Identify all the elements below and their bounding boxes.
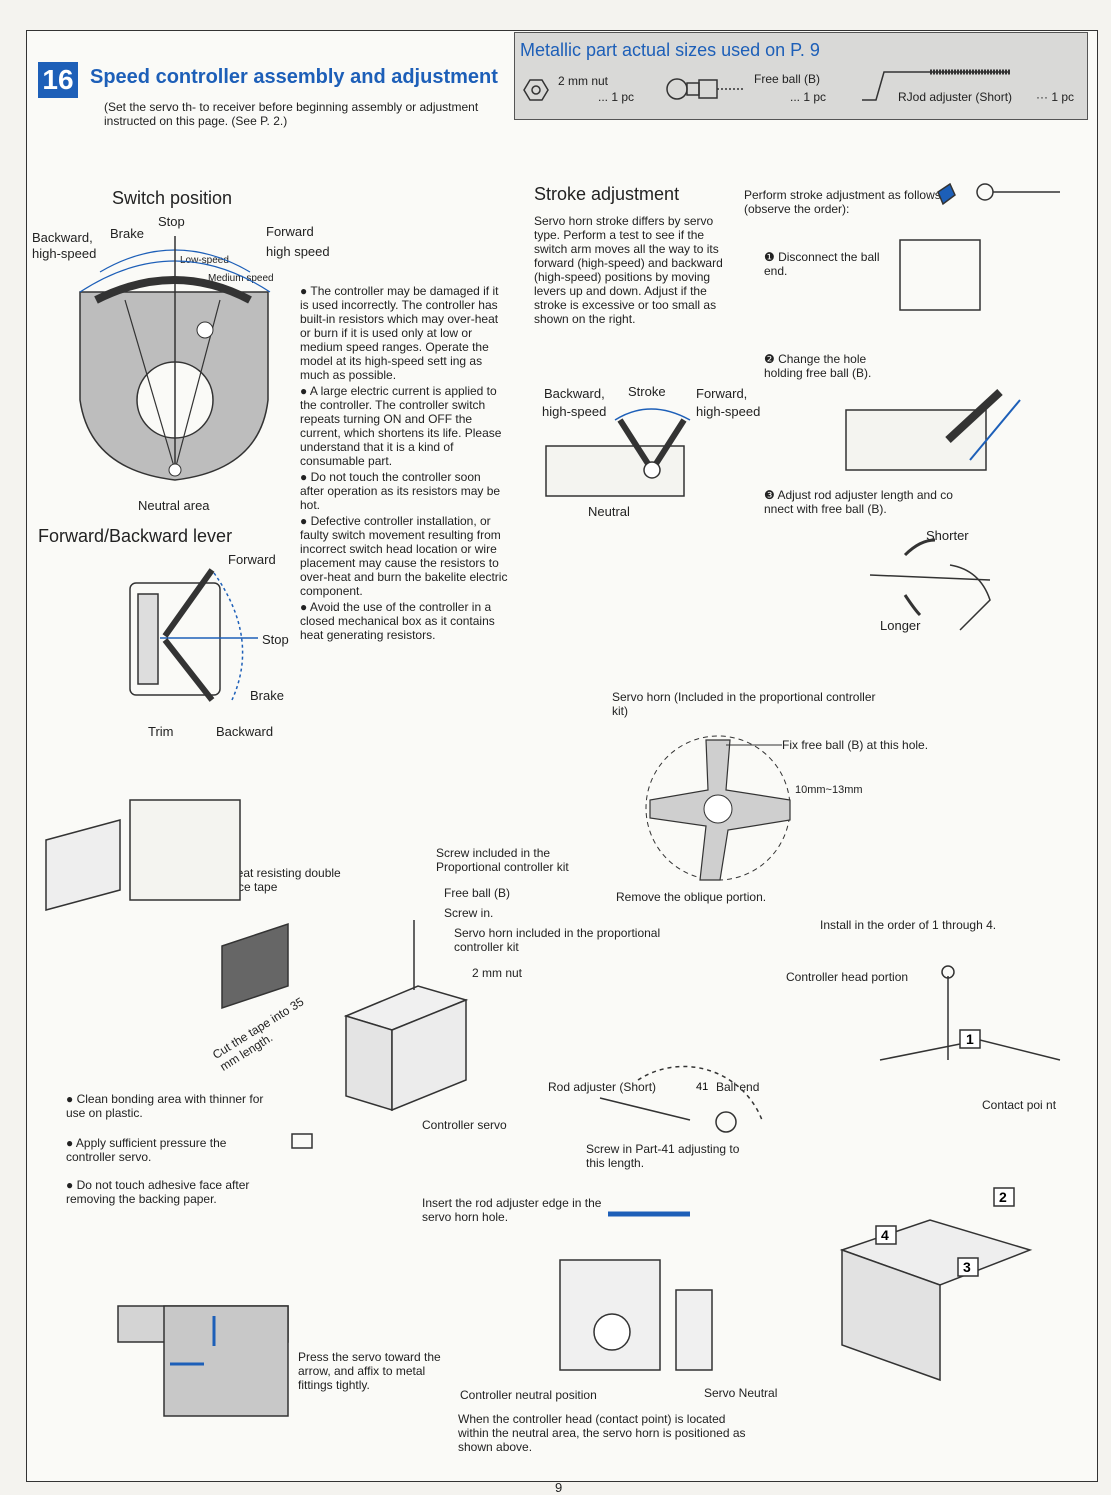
sw-forward2: high speed: [266, 244, 330, 259]
sw-stop: Stop: [158, 214, 185, 229]
part-freeball-label: Free ball (B): [754, 72, 821, 86]
sw-brake: Brake: [110, 226, 144, 241]
lever-forward: Forward: [228, 552, 276, 567]
lever-heading: Forward/Backward lever: [38, 526, 233, 546]
warning-2: ● A large electric current is applied to…: [300, 384, 502, 468]
part-rod-qty: ··· 1 pc: [1036, 90, 1075, 104]
warning-5: ● Avoid the use of the controller in a c…: [300, 600, 495, 642]
step-shorter: Shorter: [926, 528, 969, 543]
step-num-1: 1: [966, 1031, 974, 1047]
horn-fix: Fix free ball (B) at this hole.: [782, 738, 929, 752]
install-contact: Contact poi nt: [982, 1098, 1057, 1112]
horn-title: Servo horn (Included in the proportional…: [612, 690, 876, 718]
section-number: 16: [38, 62, 78, 98]
switch-diagram: [79, 236, 271, 481]
section-note: (Set the servo th- to receiver before be…: [104, 100, 479, 128]
stroke-servo: [545, 408, 691, 497]
asm-screw: Screw included in the Proportional contr…: [436, 846, 569, 874]
rod-servo-neutral: Servo Neutral: [704, 1386, 778, 1400]
rod-detail: [559, 1065, 763, 1371]
sw-medium: Medium speed: [208, 273, 274, 284]
parts-title: Metallic part actual sizes used on P. 9: [520, 40, 820, 60]
sw-neutral: Neutral area: [138, 498, 210, 513]
horn-remove: Remove the oblique portion.: [616, 890, 767, 904]
lever-stop: Stop: [262, 632, 289, 647]
part-41-number: 41: [696, 1081, 708, 1093]
free-ball-icon: [666, 78, 745, 100]
part-freeball-qty: ... 1 pc: [790, 90, 827, 104]
tip-3: ● Do not touch adhesive face after remov…: [66, 1178, 250, 1206]
horn-dim: 10mm~13mm: [795, 784, 863, 796]
nut-icon: [523, 79, 549, 101]
stroke-backward: Backward,: [544, 386, 605, 401]
lever-diagram: [129, 568, 258, 702]
rod-screwin: Screw in Part-41 adjusting to this lengt…: [586, 1142, 740, 1170]
steps-intro: Perform stroke adjustment as follows (ob…: [744, 188, 941, 216]
part-nut-qty: ... 1 pc: [598, 90, 635, 104]
sw-low: Low-speed: [180, 255, 229, 266]
lever-backward: Backward: [216, 724, 274, 739]
stroke-forward: Forward,: [696, 386, 748, 401]
stroke-neutral: Neutral: [588, 504, 630, 519]
step-num-3: 3: [963, 1259, 971, 1275]
step-num-4: 4: [881, 1227, 889, 1243]
part-nut-label: 2 mm nut: [558, 74, 609, 88]
step3-illustration: [869, 538, 991, 631]
rod-ctrl-neutral: Controller neutral position: [460, 1388, 597, 1402]
stroke-forward2: high-speed: [696, 404, 761, 419]
step1-illustration: [899, 182, 1060, 311]
stroke-backward2: high-speed: [542, 404, 607, 419]
section-title: Speed controller assembly and adjustment: [90, 66, 498, 88]
asm-screwin: Screw in.: [444, 906, 494, 920]
warning-1: ● The controller may be damaged if it is…: [300, 284, 499, 382]
page-number: 9: [555, 1480, 563, 1495]
rod-adjuster: Rod adjuster (Short): [548, 1080, 657, 1094]
step2-illustration: [845, 389, 1021, 471]
tip-2: ● Apply sufficient pressure the controll…: [66, 1136, 227, 1164]
stroke-text: Servo horn stroke differs by servo type.…: [534, 214, 723, 326]
servo-horn-diagram: [645, 735, 791, 881]
step-3: ❸ Adjust rod adjuster length and co nnec…: [764, 488, 953, 516]
install-head: Controller head portion: [786, 970, 909, 984]
warnings-list: ● The controller may be damaged if it is…: [300, 284, 508, 644]
install-order: Install in the order of 1 through 4.: [820, 918, 997, 932]
sw-backward: Backward,: [32, 230, 93, 245]
asm-servo: Controller servo: [422, 1118, 507, 1132]
press-note: Press the servo toward the arrow, and af…: [298, 1350, 441, 1392]
lever-trim: Trim: [148, 724, 174, 739]
step-num-2: 2: [999, 1189, 1007, 1205]
sw-backward2: high-speed: [32, 246, 97, 261]
rod-insert: Insert the rod adjuster edge in the serv…: [422, 1196, 602, 1224]
parts-box: [514, 32, 1088, 120]
asm-horn: Servo horn included in the proportional …: [454, 926, 661, 954]
warning-3: ● Do not touch the controller soon after…: [300, 470, 501, 512]
lever-brake: Brake: [250, 688, 284, 703]
step-1: ❶ Disconnect the ball end.: [764, 250, 880, 278]
assembly-illustration: [45, 799, 469, 1149]
part-rod-label: RJod adjuster (Short): [898, 90, 1013, 104]
sw-forward: Forward: [266, 224, 314, 239]
tip-1: ● Clean bonding area with thinner for us…: [66, 1092, 264, 1120]
rod-footer: When the controller head (contact point)…: [458, 1412, 746, 1454]
step-longer: Longer: [880, 618, 921, 633]
rod-adjuster-icon: [862, 69, 1010, 101]
install-illustration: [839, 965, 1061, 1382]
asm-nut: 2 mm nut: [472, 966, 523, 980]
warning-4: ● Defective controller installation, or …: [300, 514, 508, 598]
stroke-heading: Stroke adjustment: [534, 184, 680, 204]
stroke-label: Stroke: [628, 384, 666, 399]
press-servo-illustration: [117, 1305, 289, 1417]
step-2: ❷ Change the hole holding free ball (B).: [764, 352, 872, 380]
switch-position-heading: Switch position: [112, 188, 233, 208]
asm-freeball: Free ball (B): [444, 886, 511, 900]
